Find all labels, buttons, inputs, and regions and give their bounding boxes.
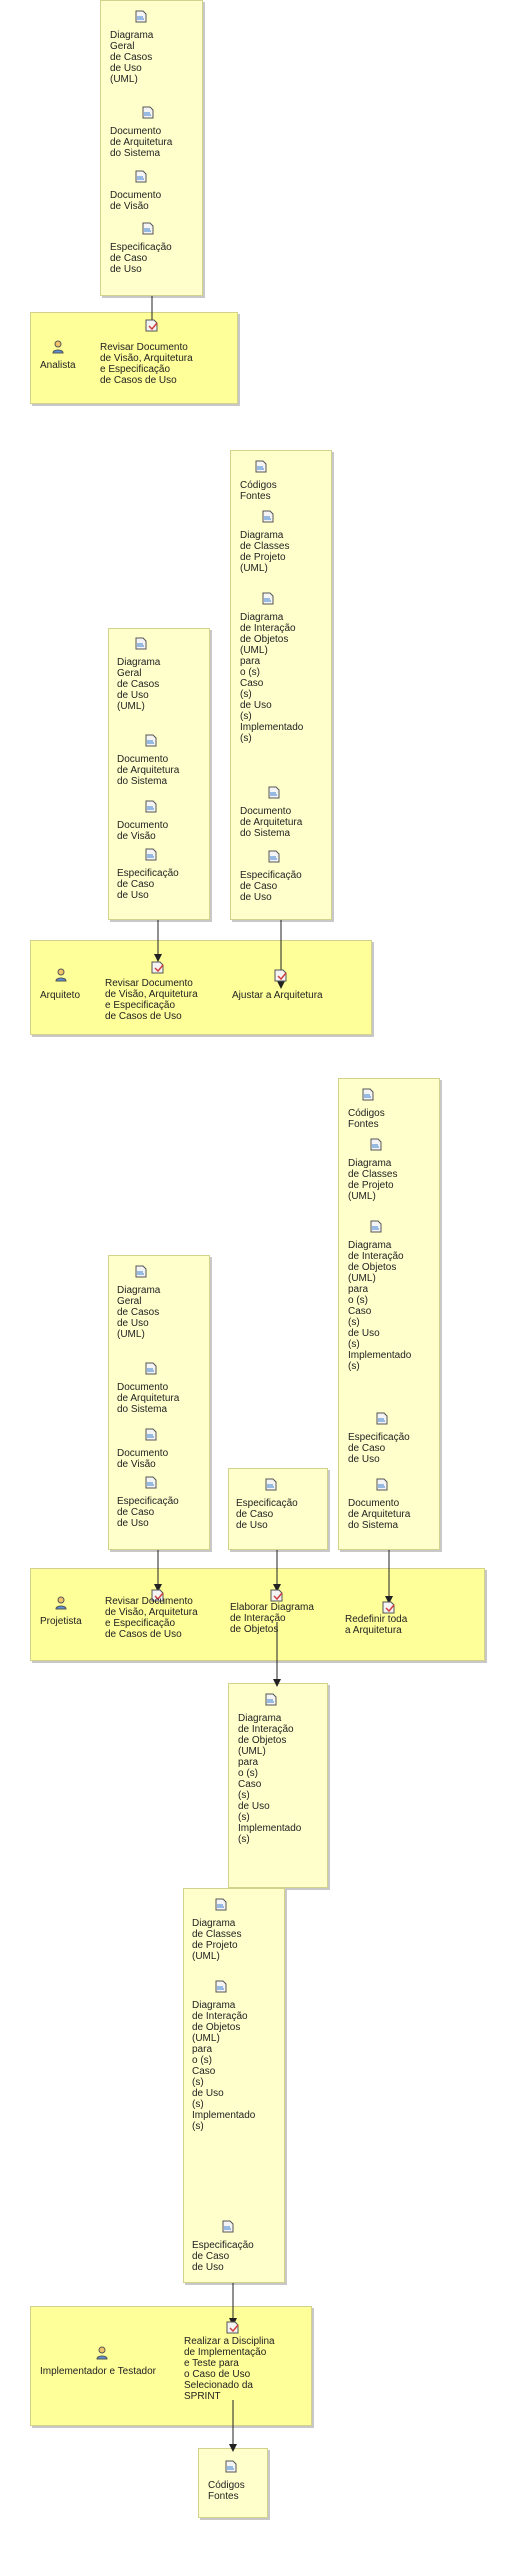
activity-icon [151, 961, 164, 974]
document-icon [268, 786, 280, 799]
document-icon [262, 592, 274, 605]
artifact-label: Especificação de Caso de Uso [192, 2240, 254, 2273]
artifact-label: Códigos Fontes [348, 1108, 385, 1130]
document-icon [135, 10, 147, 23]
artifact-label: Códigos Fontes [240, 480, 277, 502]
role-icon [52, 340, 64, 354]
document-icon [145, 800, 157, 813]
activity-lane-2 [30, 940, 372, 1035]
activity-label: Ajustar a Arquitetura [232, 990, 323, 1001]
artifact-label: Especificação de Caso de Uso [117, 1496, 179, 1529]
artifact-label: Diagrama de Interação de Objetos (UML) p… [240, 612, 304, 744]
artifact-stack-4a [183, 1888, 285, 2283]
role-label: Analista [40, 360, 76, 371]
artifact-label: Diagrama de Interação de Objetos (UML) p… [192, 2000, 256, 2132]
document-icon [145, 1428, 157, 1441]
role-label: Implementador e Testador [40, 2366, 156, 2377]
artifact-label: Diagrama Geral de Casos de Uso (UML) [117, 1285, 161, 1340]
activity-icon [382, 1601, 395, 1614]
document-icon [362, 1088, 374, 1101]
document-icon [145, 1476, 157, 1489]
document-icon [135, 170, 147, 183]
artifact-stack-3a [108, 1255, 210, 1550]
artifact-label: Documento de Visão [117, 1448, 169, 1470]
activity-icon [145, 319, 158, 332]
role-label: Arquiteto [40, 990, 81, 1001]
activity-icon [270, 1589, 283, 1602]
artifact-stack-4b [198, 2448, 268, 2518]
activity-lane-3 [30, 1568, 485, 1661]
document-icon [142, 106, 154, 119]
role-icon [55, 1596, 67, 1610]
artifact-stack-2b [230, 450, 332, 920]
document-icon [135, 637, 147, 650]
artifact-label: Especificação de Caso de Uso [117, 868, 179, 901]
artifact-label: Códigos Fontes [208, 2480, 245, 2502]
role-label: Projetista [40, 1616, 82, 1627]
activity-lane-4 [30, 2306, 312, 2426]
document-icon [215, 1980, 227, 1993]
artifact-stack-3b [228, 1468, 328, 1550]
activity-icon [274, 969, 287, 982]
document-icon [265, 1478, 277, 1491]
document-icon [135, 1265, 147, 1278]
artifact-label: Documento de Visão [117, 820, 169, 842]
artifact-label: Especificação de Caso de Uso [240, 870, 302, 903]
activity-label: Redefinir toda a Arquitetura [345, 1614, 408, 1636]
document-icon [265, 1693, 277, 1706]
role-icon [96, 2346, 108, 2360]
artifact-label: Documento de Arquitetura do Sistema [110, 126, 173, 159]
artifact-label: Diagrama de Interação de Objetos (UML) p… [348, 1240, 412, 1372]
activity-icon [226, 2321, 239, 2334]
artifact-label: Especificação de Caso de Uso [110, 242, 172, 275]
document-icon [215, 1898, 227, 1911]
artifact-label: Diagrama de Classes de Projeto (UML) [192, 1918, 242, 1962]
activity-label: Realizar a Disciplina de Implementação e… [184, 2336, 275, 2402]
artifact-label: Documento de Arquitetura do Sistema [240, 806, 303, 839]
document-icon [145, 1362, 157, 1375]
activity-label: Revisar Documento de Visão, Arquitetura … [105, 1596, 198, 1640]
artifact-label: Diagrama Geral de Casos de Uso (UML) [117, 657, 161, 712]
artifact-label: Diagrama de Interação de Objetos (UML) p… [238, 1713, 302, 1845]
role-icon [55, 968, 67, 982]
artifact-label: Documento de Visão [110, 190, 162, 212]
activity-label: Revisar Documento de Visão, Arquitetura … [105, 978, 198, 1022]
document-icon [262, 510, 274, 523]
document-icon [268, 850, 280, 863]
artifact-label: Documento de Arquitetura do Sistema [348, 1498, 411, 1531]
document-icon [225, 2460, 237, 2473]
document-icon [370, 1138, 382, 1151]
document-icon [255, 460, 267, 473]
activity-label: Revisar Documento de Visão, Arquitetura … [100, 342, 193, 386]
artifact-label: Documento de Arquitetura do Sistema [117, 1382, 180, 1415]
activity-icon [151, 1589, 164, 1602]
document-icon [222, 2220, 234, 2233]
artifact-label: Documento de Arquitetura do Sistema [117, 754, 180, 787]
document-icon [142, 222, 154, 235]
document-icon [370, 1220, 382, 1233]
artifact-stack-3c [338, 1078, 440, 1550]
document-icon [376, 1478, 388, 1491]
document-icon [145, 734, 157, 747]
artifact-label: Especificação de Caso de Uso [236, 1498, 298, 1531]
artifact-label: Especificação de Caso de Uso [348, 1432, 410, 1465]
artifact-label: Diagrama de Classes de Projeto (UML) [240, 530, 290, 574]
document-icon [145, 848, 157, 861]
artifact-label: Diagrama Geral de Casos de Uso (UML) [110, 30, 154, 85]
artifact-label: Diagrama de Classes de Projeto (UML) [348, 1158, 398, 1202]
activity-lane-1 [30, 312, 238, 404]
artifact-stack-2a [108, 628, 210, 920]
artifact-stack-1 [100, 0, 203, 296]
document-icon [376, 1412, 388, 1425]
activity-label: Elaborar Diagrama de Interação de Objeto… [230, 1602, 314, 1635]
